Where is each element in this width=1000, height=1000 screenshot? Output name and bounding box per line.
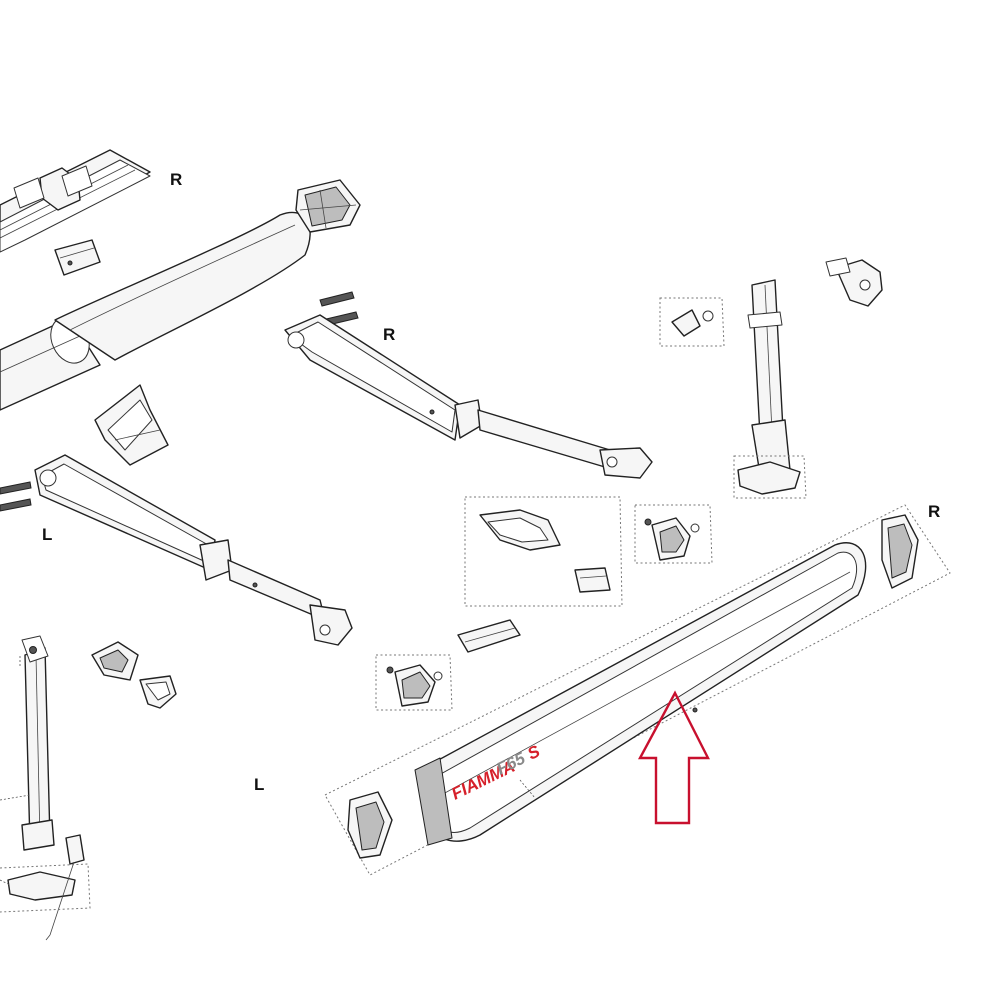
leg-top-bracket-right — [825, 257, 883, 307]
mid-left-bracket — [94, 384, 169, 466]
support-leg-left — [0, 635, 91, 941]
roller-tube-left — [0, 316, 101, 411]
label-r-top: R — [170, 170, 182, 189]
arm-left — [0, 454, 353, 646]
support-leg-right — [733, 279, 807, 499]
label-l-arm: L — [42, 525, 52, 544]
hinge-kit-box-left — [375, 654, 453, 711]
front-cover-assembly — [324, 504, 951, 876]
front-profile-top — [54, 211, 311, 361]
label-l-leg: L — [254, 775, 264, 794]
hinge-kit-box-right — [634, 504, 713, 564]
small-bracket-left — [91, 641, 139, 681]
up-arrow-icon — [637, 690, 710, 825]
arm-right — [284, 291, 653, 479]
end-cap-top — [295, 179, 361, 233]
fastener-kit-box — [659, 297, 725, 347]
bracket-kit-box — [464, 496, 623, 607]
small-hook-left — [139, 675, 177, 709]
label-r-arm: R — [383, 325, 395, 344]
label-r-cover: R — [928, 502, 940, 521]
rail-clip-bracket — [54, 239, 101, 276]
top-left-rail-assembly — [0, 149, 151, 253]
slide-clip — [457, 619, 521, 653]
